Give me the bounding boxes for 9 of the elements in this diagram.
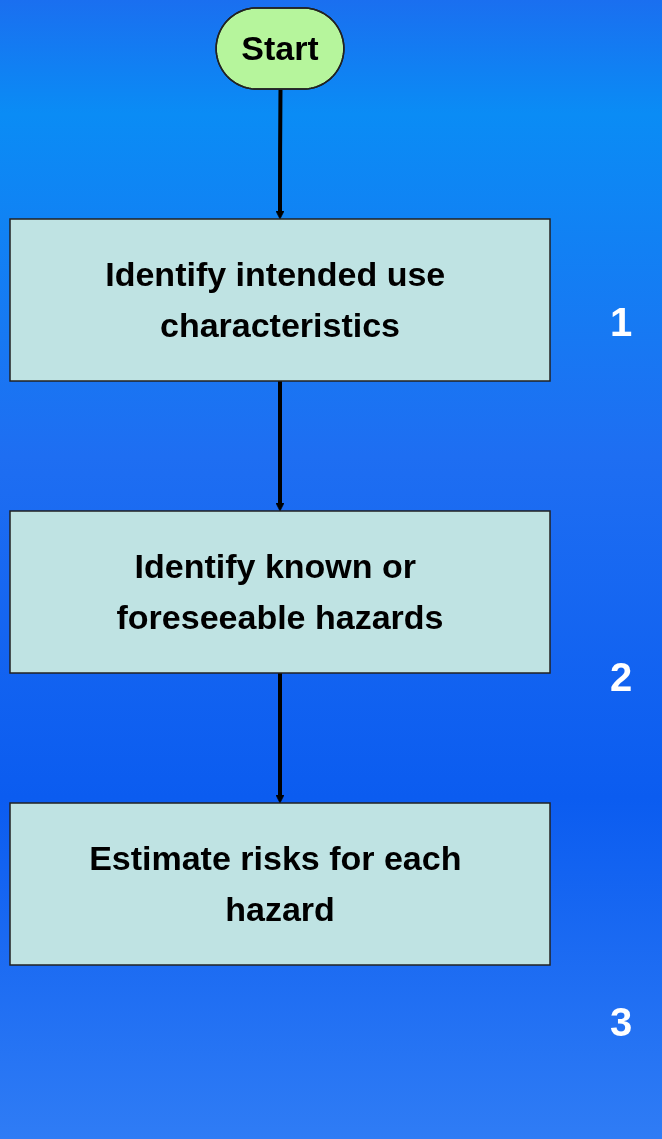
arrow xyxy=(275,381,285,512)
node-box: Identify known or foreseeable hazards xyxy=(9,510,551,674)
node-box: Identify intended use characteristics xyxy=(9,218,551,382)
arrow xyxy=(275,89,285,220)
step-number: 3 xyxy=(610,1000,633,1045)
arrow xyxy=(275,673,285,804)
step-number: 1 xyxy=(610,300,633,345)
step-number: 2 xyxy=(610,655,633,700)
node-box: Estimate risks for each hazard xyxy=(9,802,551,966)
